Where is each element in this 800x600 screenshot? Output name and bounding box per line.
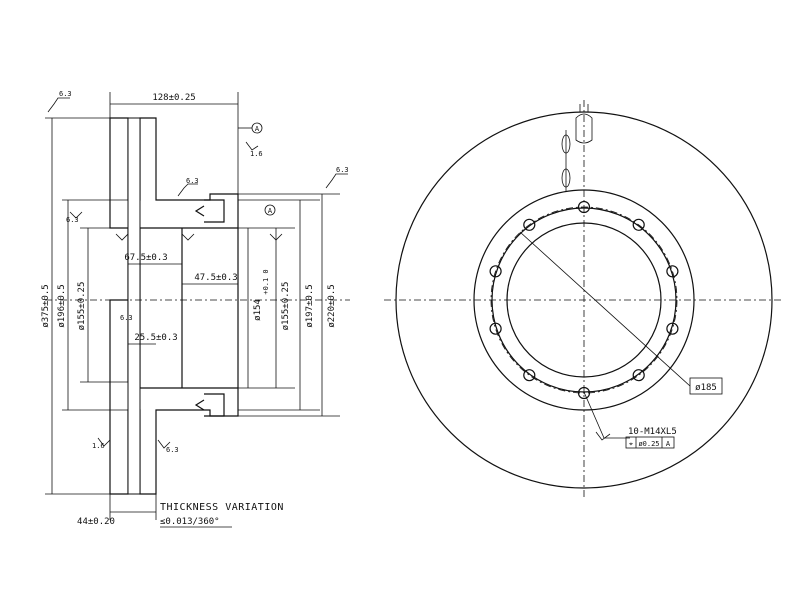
- tolerance-value: ø0.25: [638, 440, 659, 448]
- svg-text:6.3: 6.3: [336, 166, 349, 174]
- dim-220: ø220±0.5: [327, 284, 337, 327]
- dim-47: 47.5±0.3: [194, 273, 237, 283]
- tolerance-datum: A: [666, 440, 671, 448]
- note-thickness-title: THICKNESS VARIATION: [160, 502, 284, 513]
- bolt-hole: [666, 322, 679, 335]
- bolt-holes: [489, 200, 679, 400]
- bolt-hole: [523, 369, 536, 382]
- roughness-symbols: 6.3 6.3 6.3 6.3 6.3 1.6 1.6 6.3: [47, 90, 349, 454]
- bolt-hole: [577, 200, 591, 214]
- bolt-hole: [489, 265, 502, 278]
- svg-text:6.3: 6.3: [59, 90, 72, 98]
- dim-holes: 10-M14XL5: [628, 427, 677, 437]
- dim-155-right: ø155±0.25: [281, 282, 291, 331]
- note-thickness-value: ≤0.013/360°: [160, 517, 220, 527]
- svg-text:A: A: [268, 207, 273, 215]
- datum-label: A: [255, 125, 260, 133]
- dim-outer-dia: ø375±0.5: [41, 284, 51, 327]
- svg-text:⌖: ⌖: [629, 440, 633, 448]
- svg-text:6.3: 6.3: [120, 314, 133, 322]
- bolt-hole: [632, 369, 645, 382]
- dim-thickness: 44±0.20: [77, 517, 115, 527]
- svg-text:6.3: 6.3: [166, 446, 179, 454]
- dim-25: 25.5±0.3: [134, 333, 177, 343]
- svg-text:1.6: 1.6: [250, 150, 263, 158]
- dim-67: 67.5±0.3: [124, 253, 167, 263]
- svg-text:6.3: 6.3: [66, 216, 79, 224]
- section-view: A A 6.3 6.3 6.3 6.3 6.3 1.6 1.6 6.3 128±…: [41, 90, 350, 528]
- svg-text:6.3: 6.3: [186, 177, 199, 185]
- dim-154: ø154: [253, 299, 263, 321]
- dim-bolt-circle: ø185: [695, 383, 717, 393]
- dim-196: ø196±0.5: [57, 284, 67, 327]
- bolt-hole: [577, 386, 591, 400]
- dim-197: ø197±0.5: [305, 284, 315, 327]
- bolt-hole: [632, 218, 645, 231]
- dim-width-total: 128±0.25: [152, 93, 195, 103]
- dim-154-tol: +0.1 0: [262, 269, 270, 294]
- bolt-hole: [523, 218, 536, 231]
- vent-gap: [127, 117, 141, 495]
- front-view: ø185 10-M14XL5 ⌖ ø0.25 A: [384, 100, 784, 500]
- bolt-hole: [666, 265, 679, 278]
- dim-155-left: ø155±0.25: [77, 282, 87, 331]
- bolt-hole: [489, 322, 502, 335]
- svg-text:1.6: 1.6: [92, 442, 105, 450]
